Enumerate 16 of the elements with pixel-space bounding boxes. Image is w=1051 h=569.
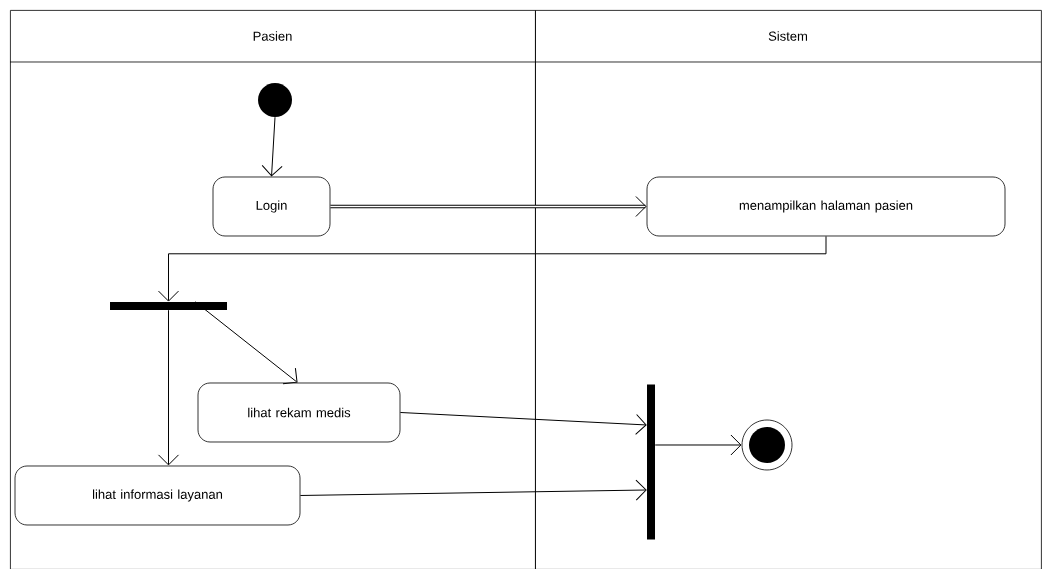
sync-bar bbox=[110, 302, 227, 310]
arrow bbox=[399, 412, 647, 435]
arrow bbox=[299, 479, 647, 501]
initial-node bbox=[258, 83, 292, 117]
activity-box: lihat informasi layanan bbox=[14, 465, 301, 526]
arrow bbox=[654, 434, 742, 456]
activity-box: Login bbox=[212, 176, 331, 237]
final-node bbox=[741, 419, 793, 471]
arrow bbox=[158, 309, 179, 466]
arrow bbox=[329, 196, 647, 217]
arrow bbox=[194, 301, 298, 385]
sync-bar bbox=[647, 384, 655, 540]
arrow bbox=[261, 116, 283, 177]
arrow bbox=[158, 235, 827, 302]
activity-box: menampilkan halaman pasien bbox=[646, 176, 1006, 237]
activity-box: lihat rekam medis bbox=[197, 382, 401, 443]
